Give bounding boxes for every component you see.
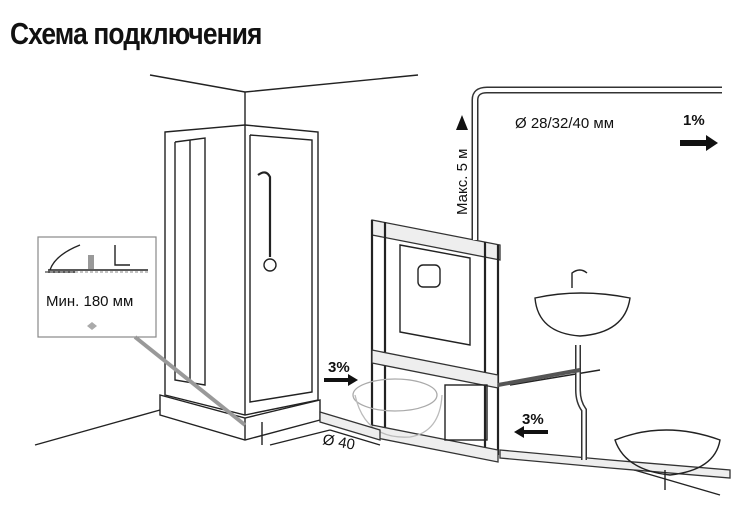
diagram-title: Схема подключения	[10, 16, 262, 51]
arrow-up-icon	[456, 115, 468, 130]
flush-button-icon	[417, 264, 441, 288]
min-height-label: Мин. 180 мм	[46, 293, 133, 310]
slope-top-label: 1%	[683, 112, 705, 129]
installation-frame	[370, 219, 501, 463]
siphon-height-inset: Мин. 180 мм	[37, 236, 247, 427]
slope-left-label: 3%	[328, 359, 350, 376]
pipe-diameter-label: Ø 28/32/40 мм	[515, 115, 614, 132]
floor-toilet	[614, 429, 721, 490]
wall-toilet	[352, 378, 438, 412]
arrow-left-icon	[514, 426, 548, 438]
drain-pipes	[319, 86, 731, 479]
inlet-diameter-label: Ø 40	[321, 431, 356, 453]
room-walls	[34, 74, 721, 496]
pump-unit	[444, 384, 488, 441]
max-height-label: Макс. 5 м	[454, 149, 471, 215]
arrow-right-icon	[680, 135, 718, 151]
slope-right-label: 3%	[522, 411, 544, 428]
washbasin	[534, 269, 631, 337]
shower-head-icon	[257, 171, 272, 257]
shower-cabin	[159, 124, 321, 445]
arrow-right-icon	[324, 374, 358, 386]
